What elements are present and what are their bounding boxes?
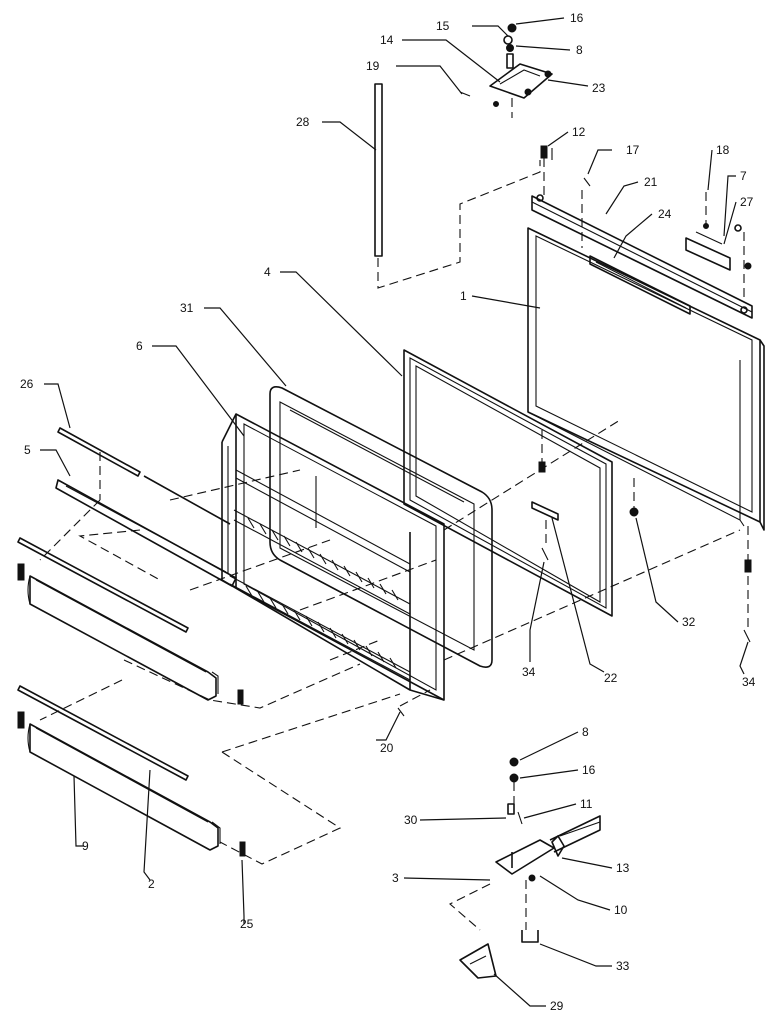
leader-lines [40, 17, 749, 1007]
callout-7: 7 [740, 169, 747, 183]
part-25-bin-clip [239, 841, 246, 857]
callout-30: 30 [404, 813, 418, 827]
part-28-hinge-rod [374, 83, 541, 289]
part-3-screw [528, 874, 536, 882]
upper-door-bin [17, 537, 219, 701]
part-21-top-trim [531, 194, 753, 319]
part-14-hinge-pin [506, 53, 514, 69]
part-4-door-gasket [403, 349, 613, 617]
callout-27: 27 [740, 195, 754, 209]
callout-18: 18 [716, 143, 730, 157]
callout-21: 21 [644, 175, 658, 189]
part-5-shelf-rail [55, 475, 237, 587]
callout-16-bottom: 16 [582, 763, 596, 777]
callout-16-top: 16 [570, 11, 584, 25]
part-16-bushing-bottom [509, 773, 519, 783]
callout-26: 26 [20, 377, 34, 391]
part-6-inner-door [221, 413, 445, 701]
part-22-hinge-bracket [531, 501, 559, 521]
part-7-handle-block [685, 231, 731, 271]
part-10-bottom-hinge [495, 839, 555, 875]
callout-2: 2 [148, 877, 155, 891]
part-23-top-hinge [489, 63, 553, 99]
callout-10: 10 [614, 903, 628, 917]
right-side-fasteners [531, 430, 752, 643]
callout-13: 13 [616, 861, 630, 875]
callout-24: 24 [658, 207, 672, 221]
callout-6: 6 [136, 339, 143, 353]
part-34-screw-left [541, 547, 549, 561]
part-15-washer [503, 35, 513, 45]
part-8-spacer-top [506, 44, 514, 52]
callout-12: 12 [572, 125, 586, 139]
part-32-plug [629, 507, 639, 517]
callout-33: 33 [616, 959, 630, 973]
part-34-screw-right [743, 629, 751, 643]
part-26-trim-bar [57, 427, 141, 477]
part-17-screw [583, 177, 591, 187]
callout-11: 11 [580, 797, 593, 811]
callout-34-left: 34 [522, 665, 536, 679]
top-hinge-assembly [459, 23, 553, 118]
part-29-hinge-cover [459, 943, 497, 979]
callout-4: 4 [264, 265, 271, 279]
callout-31: 31 [180, 301, 194, 315]
callout-28: 28 [296, 115, 310, 129]
callout-5: 5 [24, 443, 31, 457]
callout-labels: 16 15 8 14 19 23 28 12 17 18 7 27 21 24 … [20, 11, 756, 1013]
callout-25: 25 [240, 917, 254, 931]
callout-17: 17 [626, 143, 640, 157]
part-1-outer-door-panel [527, 227, 765, 531]
callout-29: 29 [550, 999, 564, 1013]
part-8-spacer-bottom [509, 757, 519, 767]
callout-34-right: 34 [742, 675, 756, 689]
callout-8-top: 8 [576, 43, 583, 57]
part-30-pin [507, 803, 515, 815]
callout-1: 1 [460, 289, 467, 303]
callout-32: 32 [682, 615, 696, 629]
callout-8-bottom: 8 [582, 725, 589, 739]
part-31-inner-liner [269, 386, 493, 668]
callout-20: 20 [380, 741, 394, 755]
callout-19: 19 [366, 59, 380, 73]
callout-3: 3 [392, 871, 399, 885]
part-16-bushing-top [507, 23, 517, 33]
part-9-door-bin [17, 685, 221, 851]
bottom-hinge-assembly [449, 757, 601, 979]
callout-15: 15 [436, 19, 450, 33]
part-33-leveler [521, 930, 539, 943]
part-27-screw [734, 224, 742, 232]
callout-23: 23 [592, 81, 606, 95]
part-13-bracket [551, 835, 565, 857]
part-11-screw [517, 811, 523, 825]
part-20-screw [397, 707, 405, 717]
callout-9: 9 [82, 839, 89, 853]
callout-14: 14 [380, 33, 394, 47]
bin-clip-upper [237, 689, 244, 705]
callout-22: 22 [604, 671, 618, 685]
part-12-screws [540, 145, 553, 200]
